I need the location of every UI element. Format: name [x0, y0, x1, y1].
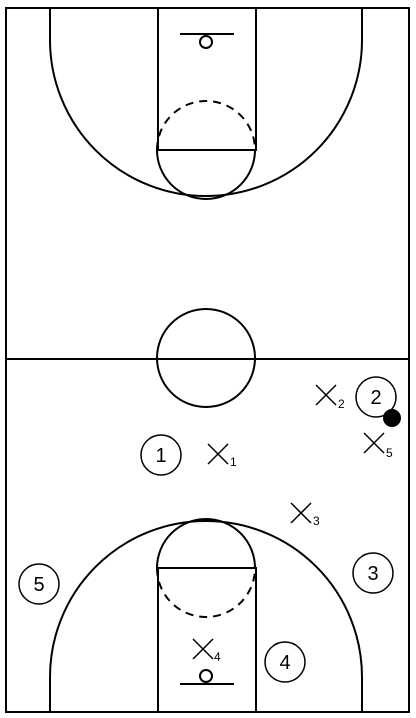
bottom-free-throw-circle-solid: [156, 518, 256, 569]
offense-player-4: 4: [264, 641, 306, 683]
top-key: [157, 7, 257, 151]
offense-player-5: 5: [18, 563, 60, 605]
defense-player-x4: 4: [192, 638, 221, 664]
offense-player-3: 3: [352, 552, 394, 594]
bottom-free-throw-circle-dashed: [156, 567, 256, 618]
bottom-rim: [199, 669, 213, 683]
basketball: [383, 409, 401, 427]
bottom-three-point-arc: [49, 520, 363, 712]
top-three-point-arc: [49, 8, 363, 197]
svg-text:3: 3: [367, 563, 378, 585]
svg-text:5: 5: [386, 446, 393, 460]
svg-text:1: 1: [155, 445, 166, 467]
defense-player-x2: 2: [315, 384, 345, 411]
offense-player-1: 1: [140, 434, 182, 476]
svg-text:4: 4: [279, 652, 290, 674]
defense-player-x3: 3: [290, 502, 320, 528]
defense-player-x5: 5: [363, 432, 393, 460]
top-free-throw-circle-dashed: [156, 100, 256, 151]
defense-player-x1: 1: [207, 443, 237, 469]
svg-text:4: 4: [214, 650, 221, 664]
svg-text:1: 1: [230, 455, 237, 469]
svg-text:2: 2: [338, 397, 345, 411]
svg-text:5: 5: [33, 574, 44, 596]
center-circle: [156, 308, 256, 408]
svg-text:2: 2: [370, 387, 381, 409]
offense-player-2: 2: [355, 376, 397, 418]
bottom-key: [157, 567, 257, 713]
top-free-throw-circle-solid: [156, 149, 256, 200]
svg-text:3: 3: [313, 514, 320, 528]
top-rim: [199, 35, 213, 49]
